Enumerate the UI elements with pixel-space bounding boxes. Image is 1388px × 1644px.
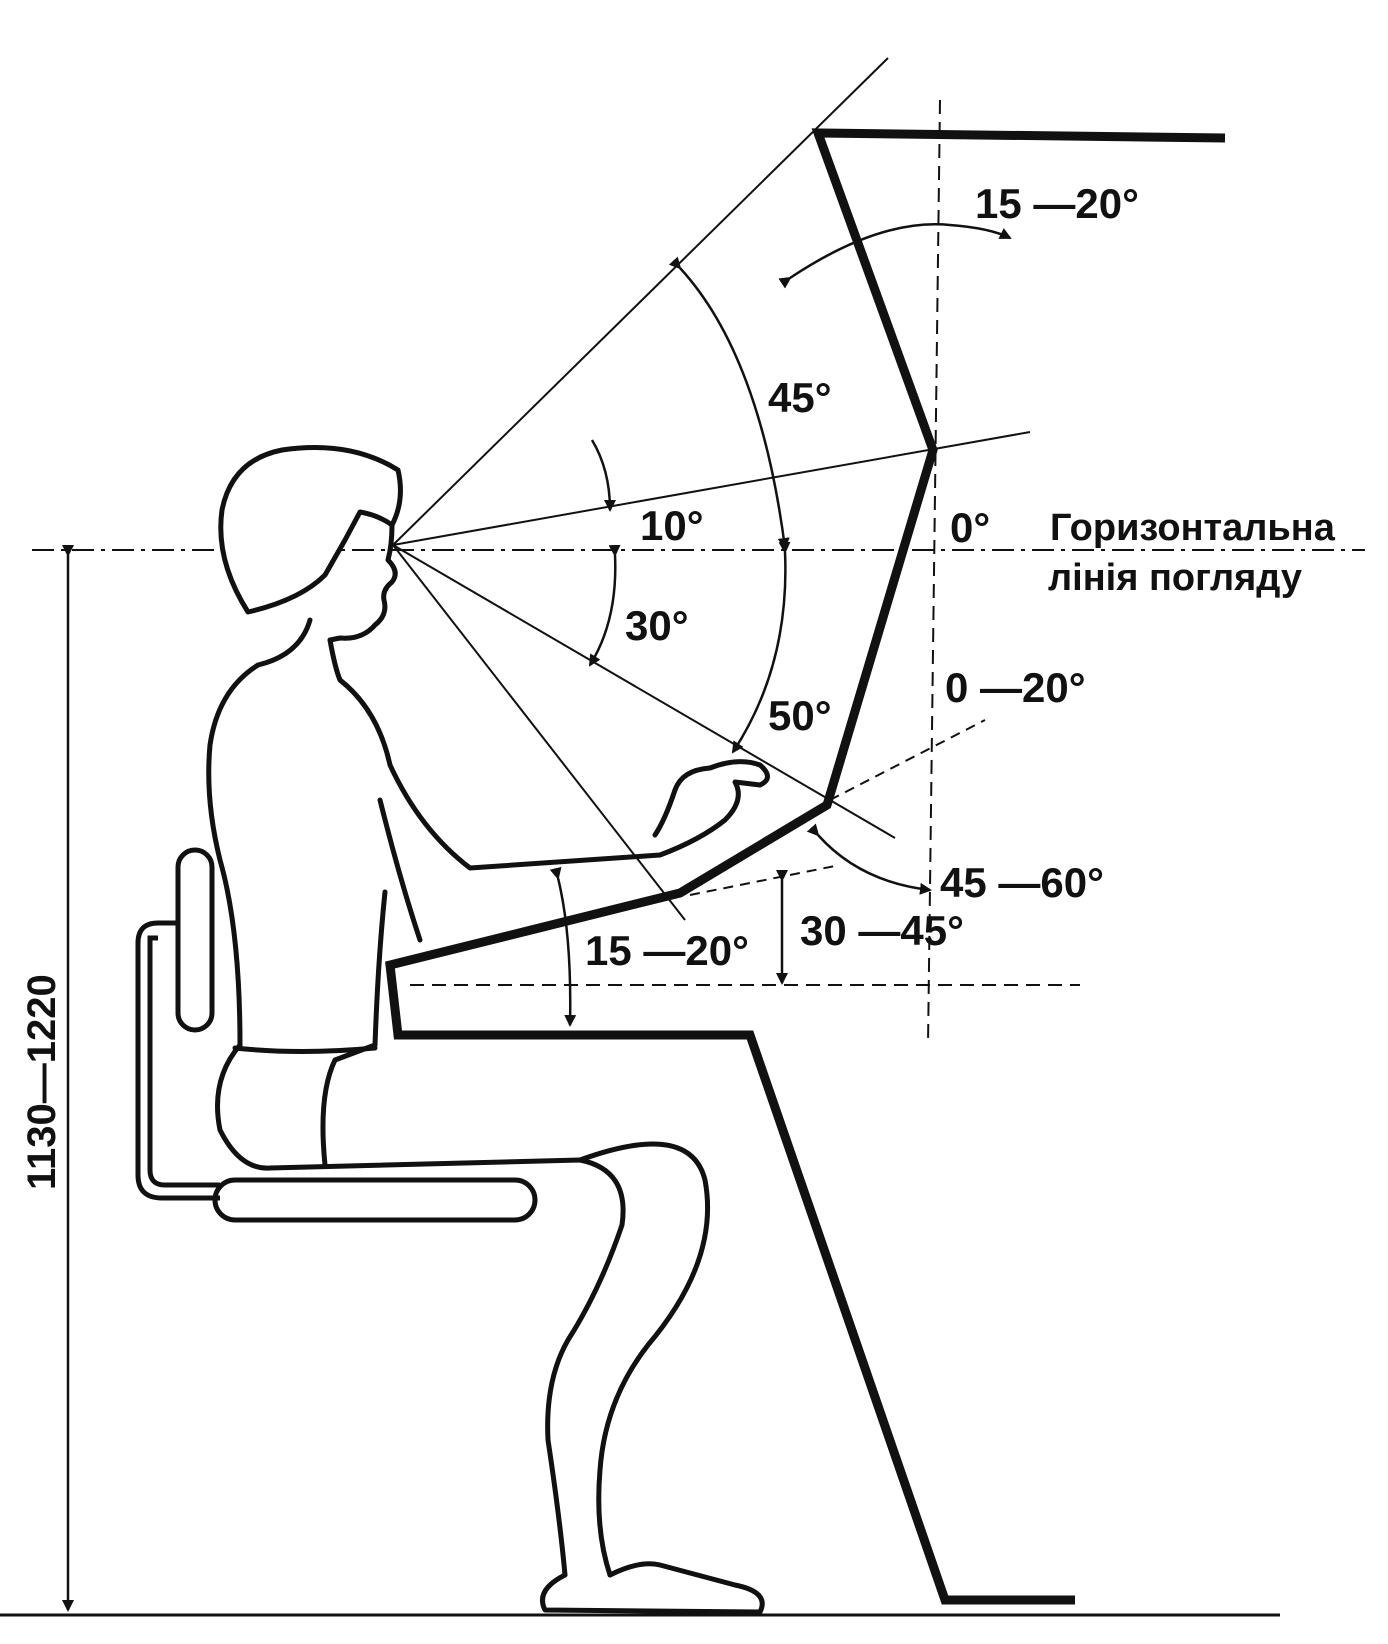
label-horizontal-line-2: лінія погляду — [1048, 557, 1302, 599]
label-mid-range: 0 —20° — [945, 664, 1086, 711]
arc-30 — [588, 544, 621, 667]
label-horizontal-line-1: Горизонтальна — [1050, 507, 1336, 549]
console-panel — [385, 128, 1226, 1605]
vertical-reference-line — [927, 99, 941, 1046]
arc-10 — [590, 439, 616, 512]
arc-top — [778, 223, 1012, 289]
label-upper-sector: 45° — [768, 374, 832, 421]
panel-extension-line — [829, 719, 986, 801]
arc-15-20 — [549, 866, 577, 1027]
arc-45-60 — [806, 823, 932, 895]
label-up-10: 10° — [640, 502, 704, 549]
arc-50 — [731, 541, 791, 754]
label-keyboard-tilt: 30 —45° — [800, 907, 964, 954]
label-lower-panel: 45 —60° — [940, 859, 1104, 906]
label-zero: 0° — [950, 504, 990, 551]
sight-lines — [392, 57, 1031, 921]
label-down-30: 30° — [625, 602, 689, 649]
angle-arcs — [549, 223, 1012, 1027]
label-desk-tilt: 15 —20° — [585, 927, 749, 974]
seated-person — [206, 445, 770, 1615]
arc-45 — [668, 256, 790, 550]
label-top-tilt: 15 —20° — [975, 180, 1139, 227]
label-height: 1130—1220 — [20, 974, 64, 1190]
label-lower-sector: 50° — [768, 692, 832, 739]
chair — [135, 847, 538, 1223]
